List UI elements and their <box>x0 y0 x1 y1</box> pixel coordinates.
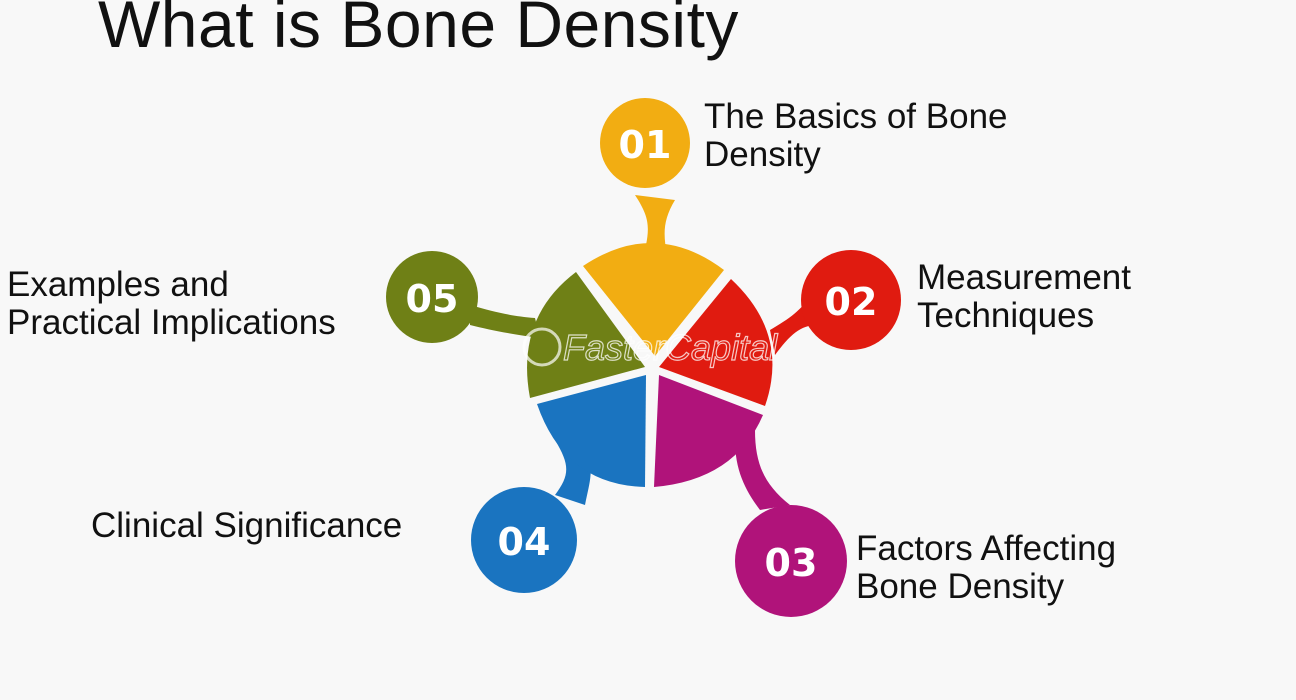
segment-03: 03 <box>654 375 847 617</box>
label-05-line1: Examples and <box>7 265 229 304</box>
connector-03 <box>735 430 790 510</box>
bubble-03 <box>735 505 847 617</box>
bubble-05 <box>386 251 478 343</box>
gear-icon <box>522 327 562 367</box>
label-02-line2: Techniques <box>917 296 1095 335</box>
page-title: What is Bone Density <box>98 0 739 61</box>
label-03: Factors Affecting Bone Density <box>856 530 1116 606</box>
label-04-line1: Clinical Significance <box>91 506 403 545</box>
label-01: The Basics of Bone Density <box>704 98 1008 174</box>
number-02: 02 <box>825 280 878 324</box>
segment-04: 04 <box>471 375 646 593</box>
watermark-text: FasterCapital <box>563 327 778 368</box>
wedge-03 <box>654 375 763 487</box>
label-02-line1: Measurement <box>917 258 1131 297</box>
label-03-line2: Bone Density <box>856 567 1065 606</box>
segment-05: 05 <box>386 251 645 398</box>
label-01-line2: Density <box>704 135 821 174</box>
wedge-02 <box>659 279 773 406</box>
segment-01: 01 <box>583 98 724 356</box>
number-04: 04 <box>498 520 551 564</box>
label-01-line1: The Basics of Bone <box>704 97 1008 136</box>
number-03: 03 <box>765 541 818 585</box>
label-05-line2: Practical Implications <box>7 303 336 342</box>
bubble-02 <box>801 250 901 350</box>
segment-02: 02 <box>659 250 901 406</box>
number-01: 01 <box>619 123 672 167</box>
wedge-04 <box>537 375 646 487</box>
wedge-05 <box>527 272 645 398</box>
label-02: Measurement Techniques <box>917 259 1131 335</box>
connector-05 <box>470 305 540 338</box>
label-03-line1: Factors Affecting <box>856 529 1117 568</box>
number-05: 05 <box>406 277 459 321</box>
label-04: Clinical Significance <box>91 507 402 545</box>
watermark-logo: FasterCapital <box>522 326 779 369</box>
label-05: Examples and Practical Implications <box>7 266 336 342</box>
wedge-01 <box>583 242 724 356</box>
bubble-04 <box>471 487 577 593</box>
bubble-01 <box>600 98 690 188</box>
